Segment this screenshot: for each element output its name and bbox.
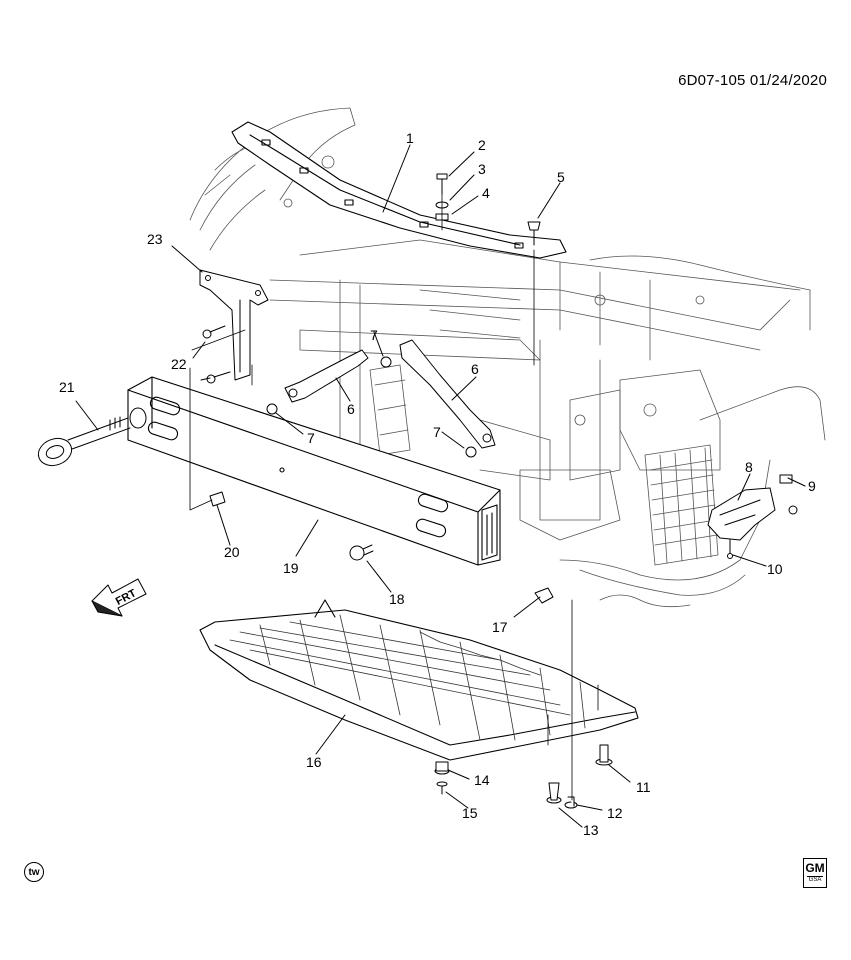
callout-5: 5 — [557, 169, 565, 185]
part-12-clip — [564, 796, 578, 809]
callout-8: 8 — [745, 459, 753, 475]
part-14-nut — [434, 761, 450, 775]
callout-6-right: 6 — [471, 361, 479, 377]
callout-11: 11 — [636, 779, 651, 795]
callout-7-left: 7 — [307, 430, 315, 446]
callout-15: 15 — [462, 805, 478, 821]
callout-17: 17 — [492, 619, 508, 635]
vehicle-body-structure — [189, 107, 826, 608]
fasteners — [202, 173, 798, 809]
part-1-upper-tie-bar — [231, 121, 567, 259]
leader-lines — [75, 144, 806, 828]
front-direction-arrow — [91, 578, 147, 617]
part-7-bolt-a — [380, 356, 392, 368]
callout-13: 13 — [583, 822, 599, 838]
part-10-bolt — [727, 539, 733, 559]
assembly-lines — [189, 193, 599, 801]
callout-18: 18 — [389, 591, 405, 607]
callout-23: 23 — [147, 231, 163, 247]
callout-7-top: 7 — [370, 327, 378, 343]
grille-mesh — [644, 444, 719, 566]
gm-logo-subtext: GSA — [807, 876, 823, 883]
callout-3: 3 — [478, 161, 486, 177]
callout-9: 9 — [808, 478, 816, 494]
part-9-nut — [779, 474, 793, 484]
part-20-nut — [209, 491, 226, 507]
part-15-clip — [436, 781, 448, 795]
callout-16: 16 — [306, 754, 322, 770]
part-5-bolt — [527, 221, 541, 246]
callout-22: 22 — [171, 356, 187, 372]
callout-7-right: 7 — [433, 424, 441, 440]
gm-logo-text: GM — [805, 861, 825, 875]
callout-12: 12 — [607, 805, 623, 821]
part-22-bolt-a — [202, 325, 226, 339]
part-19-impact-bar — [127, 376, 501, 566]
part-6-left-strut — [284, 349, 369, 403]
diagram-code: 6D07-105 01/24/2020 — [678, 72, 827, 89]
part-18-bolt — [349, 544, 374, 561]
part-7-bolt-b — [266, 403, 278, 415]
tw-logo: tw — [24, 862, 44, 882]
gm-logo: GM GSA — [803, 858, 827, 888]
part-6-right-strut — [399, 339, 496, 449]
part-11-bolt — [595, 744, 613, 766]
callout-1: 1 — [406, 130, 414, 146]
callout-4: 4 — [482, 185, 490, 201]
callout-20: 20 — [224, 544, 240, 560]
callout-10: 10 — [767, 561, 783, 577]
callout-19: 19 — [283, 560, 299, 576]
part-22-bolt-b — [206, 371, 231, 384]
part-8-bracket — [707, 487, 776, 541]
part-13-clip — [546, 782, 562, 804]
part-9-bolt — [788, 505, 798, 515]
callout-2: 2 — [478, 137, 486, 153]
part-16-underbody-shield — [199, 599, 639, 761]
part-7-bolt-c — [465, 446, 477, 458]
callout-6-left: 6 — [347, 401, 355, 417]
part-23-bracket — [199, 269, 269, 381]
part-2-bolt — [436, 173, 448, 195]
part-21-tow-eye — [37, 407, 147, 467]
part-17-bracket — [534, 587, 554, 604]
callout-14: 14 — [474, 772, 490, 788]
callout-21: 21 — [59, 379, 75, 395]
